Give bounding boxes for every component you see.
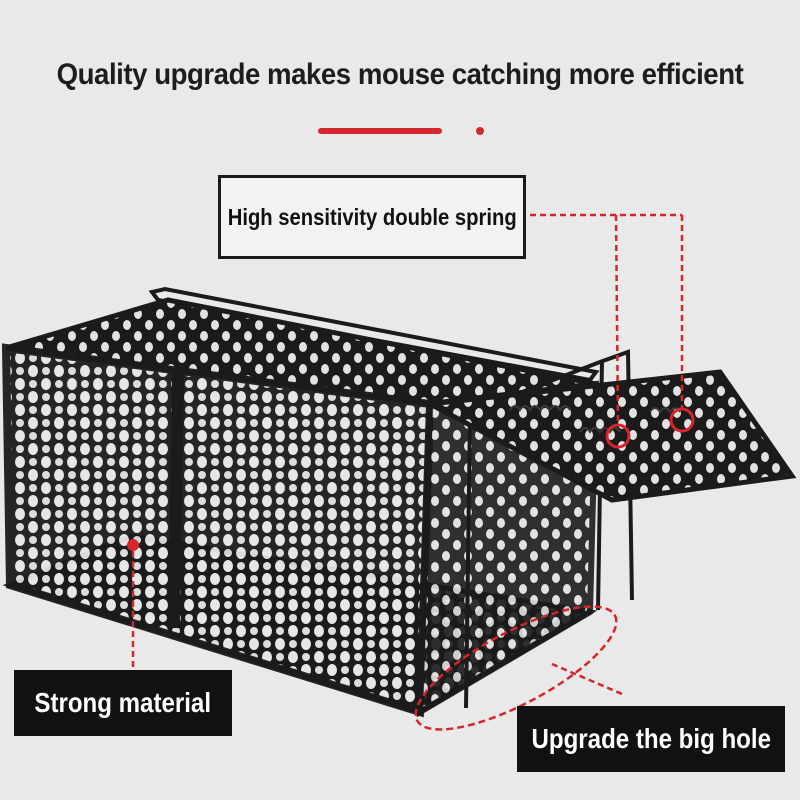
cage-divider (168, 371, 184, 629)
door-plate (421, 369, 797, 503)
hole-callout-text: Upgrade the big hole (531, 723, 771, 754)
handle-wire (148, 286, 600, 383)
hole-callout: Upgrade the big hole (517, 706, 785, 772)
headline: Quality upgrade makes mouse catching mor… (56, 58, 744, 91)
material-callout: Strong material (14, 670, 232, 736)
hole-callout-line (551, 662, 623, 696)
material-callout-text: Strong material (34, 687, 212, 718)
spring-marker-right (669, 407, 695, 433)
springs (509, 405, 681, 434)
spring-callout-text: High sensitivity double spring (227, 203, 517, 230)
spring-marker-left (605, 423, 631, 449)
cage-front-side (1, 343, 435, 718)
spring-callout: High sensitivity double spring (218, 175, 526, 259)
accent-dot (476, 127, 484, 135)
hole-marker (414, 605, 618, 731)
spring-callout-lines (520, 213, 684, 426)
accent-line (318, 128, 442, 134)
material-marker (127, 539, 139, 551)
